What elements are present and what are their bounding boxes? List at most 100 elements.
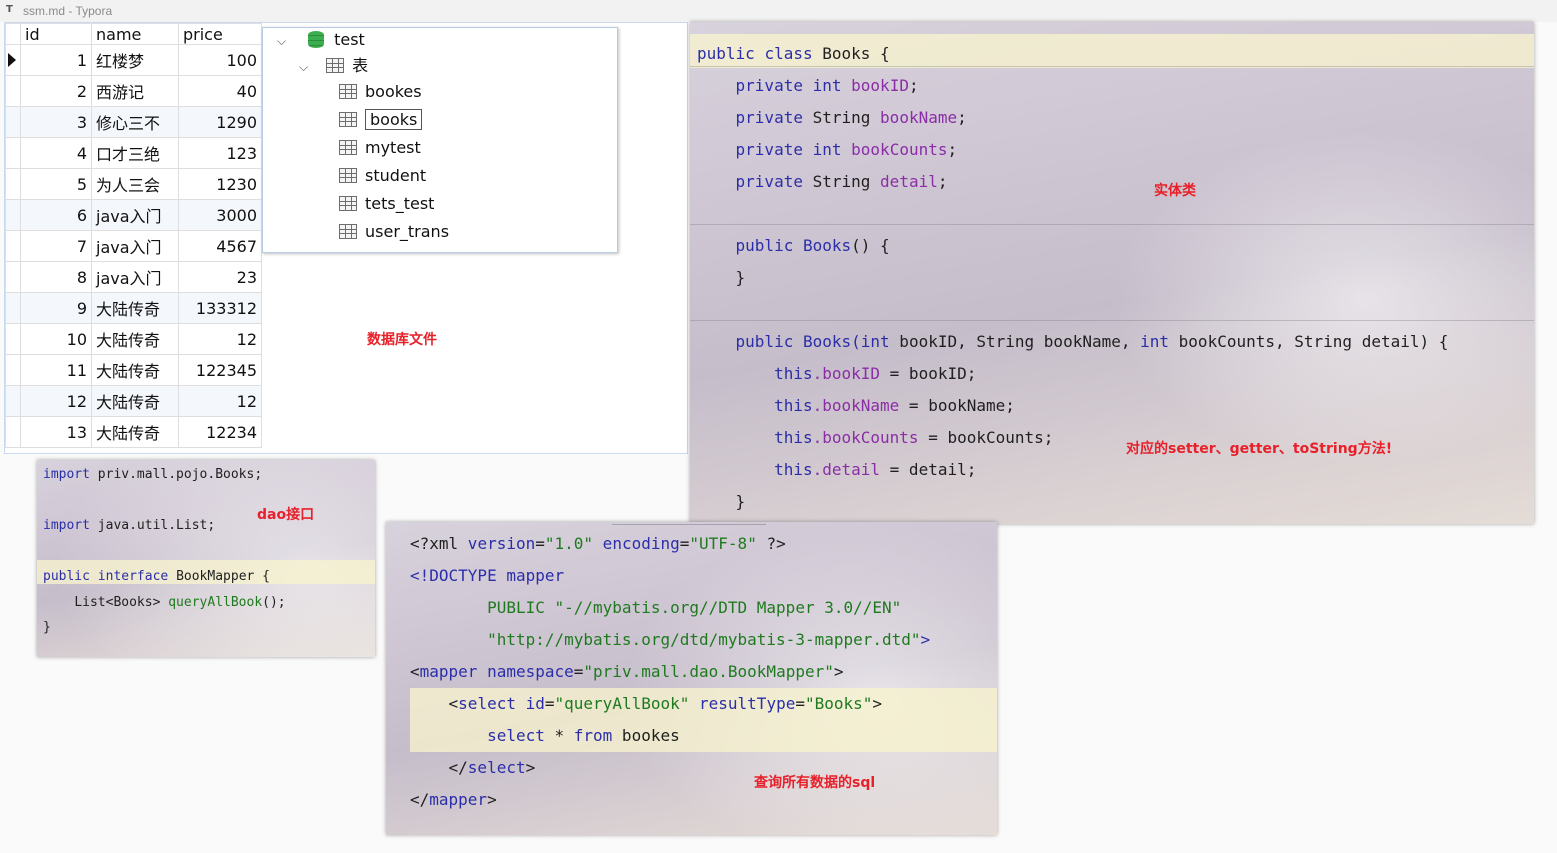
cell-name[interactable]: 口才三绝 <box>91 137 179 169</box>
cell-name[interactable]: 大陆传奇 <box>91 323 179 355</box>
code-token: bookCounts <box>851 140 948 159</box>
cell-price[interactable]: 12 <box>178 385 262 417</box>
code-token: id <box>515 694 545 713</box>
cell-price[interactable]: 4567 <box>178 230 262 262</box>
row-indicator[interactable] <box>5 354 21 386</box>
cell-price[interactable]: 123 <box>178 137 262 169</box>
cell-price[interactable]: 1230 <box>178 168 262 200</box>
table-icon <box>339 168 357 183</box>
column-header-price[interactable]: price <box>178 23 262 45</box>
column-header-id[interactable]: id <box>20 23 92 45</box>
cell-id[interactable]: 8 <box>20 261 92 293</box>
cell-price[interactable]: 1290 <box>178 106 262 138</box>
code-token: public <box>697 44 755 63</box>
cell-id[interactable]: 3 <box>20 106 92 138</box>
code-line: this.bookCounts = bookCounts; <box>697 422 1448 454</box>
chevron-down-icon[interactable]: ⌵ <box>299 60 309 74</box>
tree-node-table[interactable]: student <box>339 164 426 188</box>
row-indicator[interactable] <box>5 199 21 231</box>
row-indicator[interactable] <box>5 44 21 76</box>
cell-name[interactable]: java入门 <box>91 199 179 231</box>
row-indicator[interactable] <box>5 416 21 448</box>
cell-id[interactable]: 1 <box>20 44 92 76</box>
code-token: mapper <box>496 566 565 585</box>
code-token: int <box>812 76 842 95</box>
chevron-down-icon[interactable]: ⌵ <box>277 34 287 48</box>
code-line: <?xml version="1.0" encoding="UTF-8" ?> <box>410 528 930 560</box>
tree-node-table[interactable]: tets_test <box>339 192 434 216</box>
cell-id[interactable]: 6 <box>20 199 92 231</box>
cell-id[interactable]: 10 <box>20 323 92 355</box>
cell-price[interactable]: 3000 <box>178 199 262 231</box>
code-token: public <box>735 332 794 351</box>
cell-name[interactable]: 大陆传奇 <box>91 354 179 386</box>
tree-node-tables-folder[interactable]: ⌵ 表 <box>299 54 368 78</box>
cell-id[interactable]: 2 <box>20 75 92 107</box>
row-indicator[interactable] <box>5 323 21 355</box>
cell-id[interactable]: 9 <box>20 292 92 324</box>
cell-name[interactable]: 为人三会 <box>91 168 179 200</box>
tree-node-table[interactable]: bookes <box>339 80 422 104</box>
cell-name[interactable]: 大陆传奇 <box>91 385 179 417</box>
cell-name[interactable]: 修心三不 <box>91 106 179 138</box>
cell-id[interactable]: 12 <box>20 385 92 417</box>
cell-price[interactable]: 12 <box>178 323 262 355</box>
cell-price[interactable]: 133312 <box>178 292 262 324</box>
cell-name[interactable]: 大陆传奇 <box>91 416 179 448</box>
cell-price[interactable]: 12234 <box>178 416 262 448</box>
row-indicator[interactable] <box>5 168 21 200</box>
cell-price[interactable]: 100 <box>178 44 262 76</box>
row-indicator[interactable] <box>5 292 21 324</box>
cell-id[interactable]: 11 <box>20 354 92 386</box>
cell-id[interactable]: 4 <box>20 137 92 169</box>
code-token: > <box>920 630 931 649</box>
row-indicator[interactable] <box>5 230 21 262</box>
cell-id[interactable]: 13 <box>20 416 92 448</box>
cell-price[interactable]: 40 <box>178 75 262 107</box>
row-indicator[interactable] <box>5 385 21 417</box>
code-token: .detail <box>812 460 881 479</box>
cell-name[interactable]: 西游记 <box>91 75 179 107</box>
row-indicator[interactable] <box>5 261 21 293</box>
code-token: ; <box>957 108 967 127</box>
cell-name[interactable]: 红楼梦 <box>91 44 179 76</box>
cell-id[interactable]: 7 <box>20 230 92 262</box>
code-token: String <box>812 108 871 127</box>
tree-node-table[interactable]: user_trans <box>339 220 449 244</box>
column-header-name[interactable]: name <box>91 23 179 45</box>
cell-name[interactable]: java入门 <box>91 230 179 262</box>
cell-price[interactable]: 23 <box>178 261 262 293</box>
cell-name[interactable]: 大陆传奇 <box>91 292 179 324</box>
row-indicator[interactable] <box>5 137 21 169</box>
separator <box>690 66 1534 67</box>
table-icon <box>339 84 357 99</box>
code-token: public <box>735 236 794 255</box>
tree-table-label: bookes <box>365 82 422 101</box>
row-indicator-header <box>5 23 21 45</box>
cell-id[interactable]: 5 <box>20 168 92 200</box>
row-indicator[interactable] <box>5 75 21 107</box>
tree-node-database[interactable]: ⌵ test <box>277 28 365 52</box>
tree-node-table[interactable]: mytest <box>339 136 421 160</box>
code-token: * <box>544 726 574 745</box>
cell-price[interactable]: 122345 <box>178 354 262 386</box>
row-indicator[interactable] <box>5 106 21 138</box>
tree-node-table[interactable]: books <box>339 108 423 132</box>
cell-name[interactable]: java入门 <box>91 261 179 293</box>
code-token: .bookCounts <box>812 428 919 447</box>
tables-folder-label: 表 <box>352 56 369 75</box>
